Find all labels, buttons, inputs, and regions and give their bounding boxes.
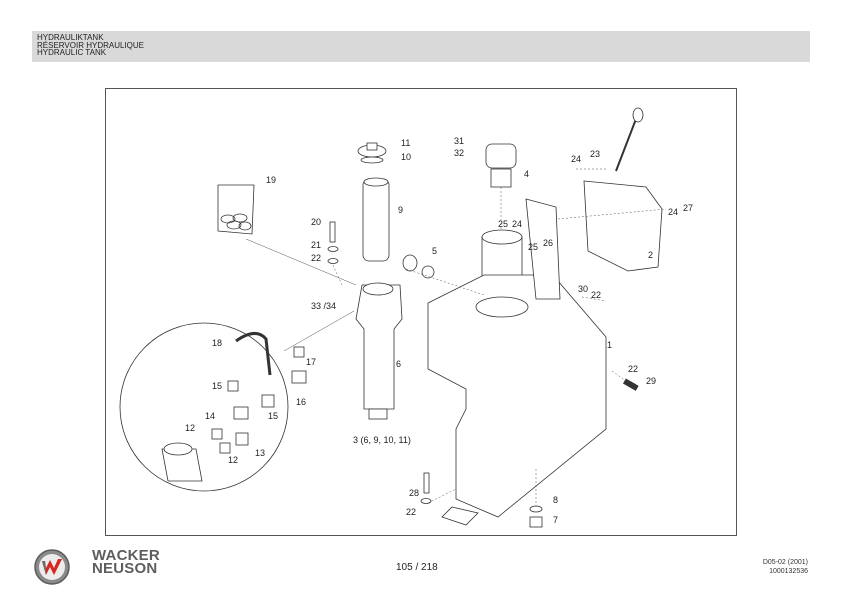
breather-cap [485, 143, 517, 169]
filter-housing [355, 284, 403, 410]
parts-diagram: 19 11 10 9 20 21 22 33 /34 5 6 3 (6, 9, … [119, 107, 693, 528]
callout-22-plate: 22 [591, 290, 601, 300]
callout-30: 30 [578, 284, 588, 294]
callout-24a: 24 [512, 219, 522, 229]
mounting-plate [525, 198, 561, 300]
callout-8: 8 [553, 495, 558, 505]
control-valve [583, 180, 663, 272]
callout-24b: 24 [571, 154, 581, 164]
callout-10: 10 [401, 152, 411, 162]
wacker-neuson-logo-icon [33, 548, 71, 591]
document-number: 1000132536 [769, 567, 808, 575]
title-english: HYDRAULIC TANK [37, 48, 107, 58]
callout-20: 20 [311, 217, 321, 227]
callout-28: 28 [409, 488, 419, 498]
filter-element [362, 178, 390, 262]
callout-22-base: 22 [406, 507, 416, 517]
callout-7: 7 [553, 515, 558, 525]
callout-23: 23 [590, 149, 600, 159]
parts-diagram-frame: 19 11 10 9 20 21 22 33 /34 5 6 3 (6, 9, … [105, 88, 737, 536]
seal-kit-bag [217, 184, 255, 235]
callout-16: 16 [296, 397, 306, 407]
callout-11: 11 [401, 138, 410, 148]
plug [402, 254, 418, 272]
callout-14: 14 [205, 411, 215, 421]
callout-17: 17 [306, 357, 316, 367]
callout-21: 21 [311, 240, 321, 250]
callout-33-34: 33 /34 [311, 301, 336, 311]
callout-12b: 12 [228, 455, 238, 465]
callout-22-filter: 22 [311, 253, 321, 263]
callout-1: 1 [607, 340, 612, 350]
callout-25a: 25 [498, 219, 508, 229]
callout-26: 26 [543, 238, 553, 248]
callout-4: 4 [524, 169, 529, 179]
title-french: RÉSERVOIR HYDRAULIQUE [37, 40, 144, 50]
document-code: D05-02 (2001) [762, 559, 808, 566]
callout-15b: 15 [268, 411, 278, 421]
callout-18: 18 [212, 338, 222, 348]
callout-6: 6 [396, 359, 401, 369]
callout-31: 31 [454, 136, 464, 146]
brand-wordmark: WACKER NEUSON [92, 547, 160, 577]
brand-line-1: WACKER [92, 547, 160, 564]
callout-15a: 15 [212, 381, 222, 391]
callout-29: 29 [646, 376, 656, 386]
callout-13: 13 [255, 448, 265, 458]
header-band: HYDRAULIKTANK RÉSERVOIR HYDRAULIQUE HYDR… [32, 31, 810, 62]
callout-22-side: 22 [628, 364, 638, 374]
callout-32: 32 [454, 148, 464, 158]
page-number: 105 / 218 [396, 562, 438, 573]
document-reference: D05-02 (2001) 1000132536 [763, 559, 808, 576]
callout-27: 27 [683, 203, 693, 213]
title-german: HYDRAULIKTANK [37, 33, 104, 42]
callout-5: 5 [432, 246, 437, 256]
callout-19: 19 [266, 175, 276, 185]
callout-12a: 12 [185, 423, 195, 433]
callout-9: 9 [398, 205, 403, 215]
callout-25b: 25 [528, 242, 538, 252]
brand-line-2: NEUSON [92, 560, 158, 577]
callout-2: 2 [648, 250, 653, 260]
callout-24c: 24 [668, 207, 678, 217]
callout-3: 3 (6, 9, 10, 11) [353, 435, 411, 445]
